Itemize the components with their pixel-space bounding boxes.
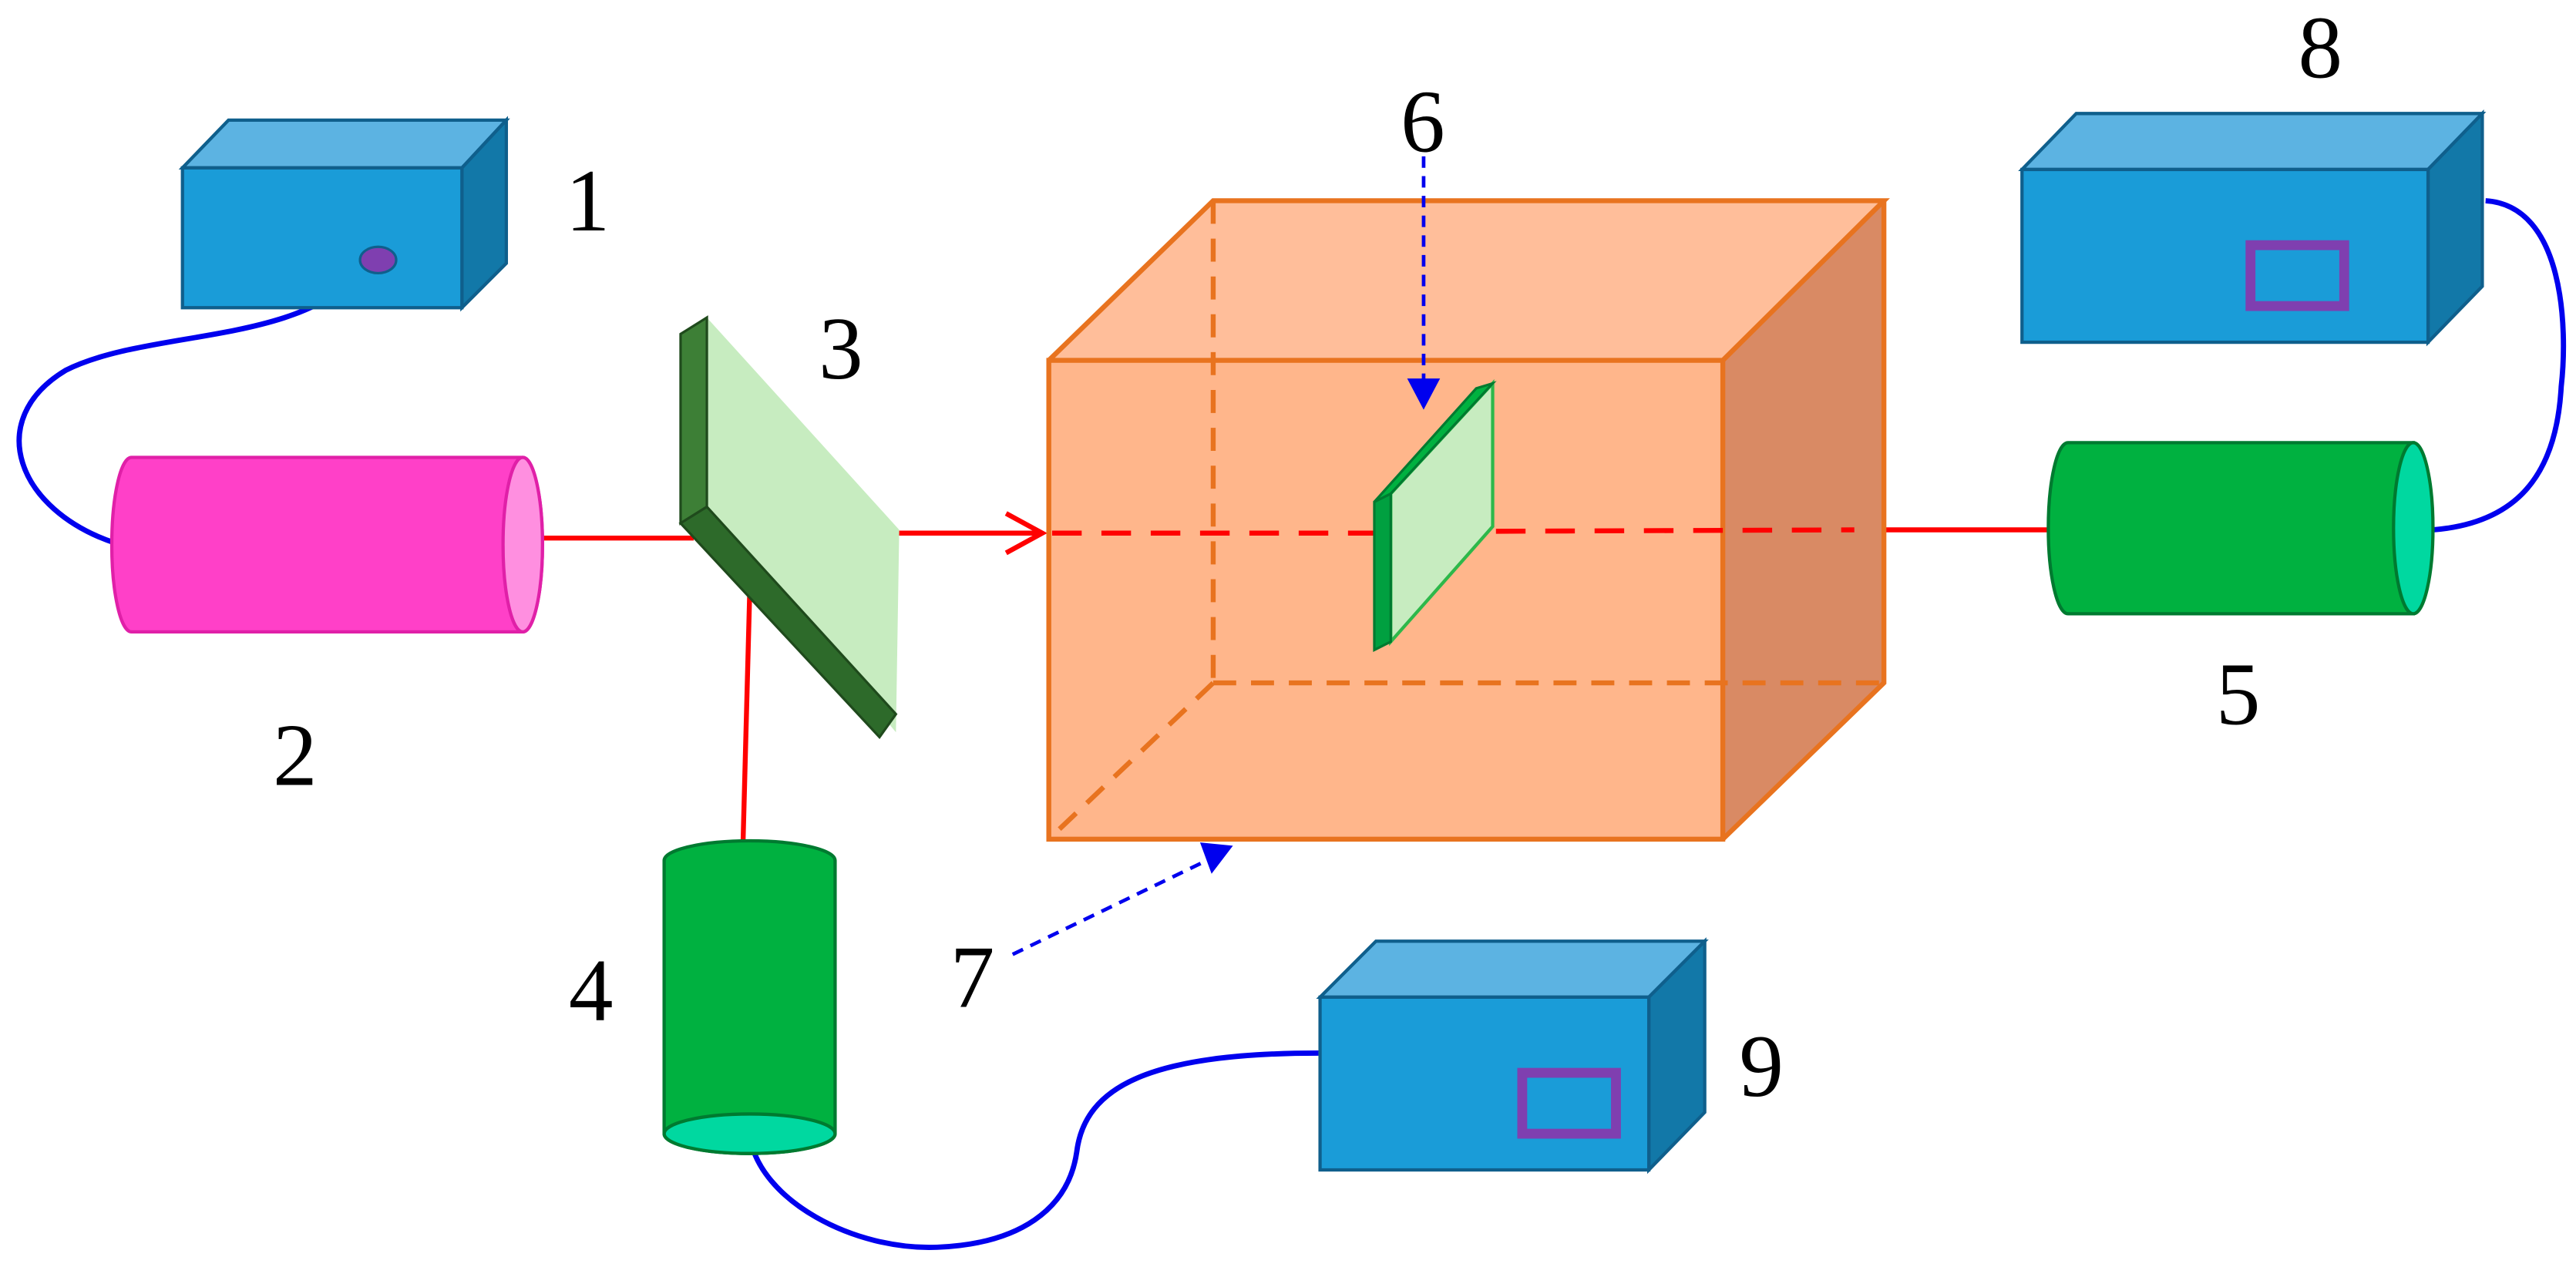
box-9-display-icon <box>1517 1067 1621 1139</box>
splitter-3-face <box>707 318 900 733</box>
sample-6-top-edge <box>1373 381 1497 503</box>
analyzer-box-9 <box>1316 937 1709 1175</box>
pointer-6-arrowhead <box>1407 378 1441 410</box>
detector-4-lens <box>662 1112 837 1155</box>
label-8: 8 <box>2299 0 2343 96</box>
label-6: 6 <box>1401 72 1445 170</box>
analyzer-box-8 <box>2018 109 2487 347</box>
label-2: 2 <box>273 705 318 804</box>
chamber-top <box>1048 200 1885 361</box>
beam-splitter-to-detector-4 <box>740 595 752 843</box>
detector-5-lens <box>2392 441 2435 616</box>
chamber-front-outline <box>1046 358 1726 842</box>
beam-arrowhead <box>1004 511 1048 556</box>
box-9-top <box>1316 939 1709 999</box>
box-8-front <box>2020 167 2430 344</box>
beam-splitter-3 <box>678 315 900 740</box>
detector-5-body <box>2046 441 2415 616</box>
pointer-7-arrowhead <box>1199 842 1233 874</box>
pointer-6 <box>1407 156 1441 410</box>
box-9-front <box>1318 995 1651 1172</box>
detector-5 <box>2046 441 2435 616</box>
cable-8-to-5 <box>2433 198 2567 533</box>
laser-2-aperture <box>501 455 544 634</box>
laser-2-body <box>109 455 544 634</box>
sample-6-edge <box>1373 491 1392 652</box>
sample-plate-6 <box>1373 379 1497 652</box>
detector-4 <box>662 839 837 1155</box>
cable-1-to-2 <box>16 270 364 546</box>
chamber-side <box>1723 200 1885 839</box>
pointer-7 <box>1011 842 1233 956</box>
box-8-top <box>2018 112 2487 172</box>
controller-box-1 <box>178 116 510 312</box>
splitter-3-bottom-edge <box>678 505 898 740</box>
label-4: 4 <box>569 941 614 1040</box>
box-1-front <box>180 166 464 310</box>
label-3: 3 <box>819 299 863 398</box>
label-7: 7 <box>950 928 995 1027</box>
pointer-7-line <box>1011 857 1211 956</box>
chamber-visible-edges-right <box>1720 200 1887 842</box>
box-8-display-icon <box>2245 240 2349 311</box>
laser-source-2 <box>109 455 544 634</box>
splitter-3-left-edge <box>679 315 708 526</box>
label-9: 9 <box>1739 1017 1784 1115</box>
box-1-indicator-icon <box>358 245 398 275</box>
cable-4-to-9 <box>747 1050 1319 1250</box>
box-1-top <box>178 118 510 170</box>
beam-inside-chamber-right <box>1446 527 1855 534</box>
label-1: 1 <box>566 151 610 250</box>
detector-4-body <box>662 839 837 1155</box>
chamber-visible-edges <box>1047 198 1890 362</box>
label-5: 5 <box>2216 644 2261 743</box>
